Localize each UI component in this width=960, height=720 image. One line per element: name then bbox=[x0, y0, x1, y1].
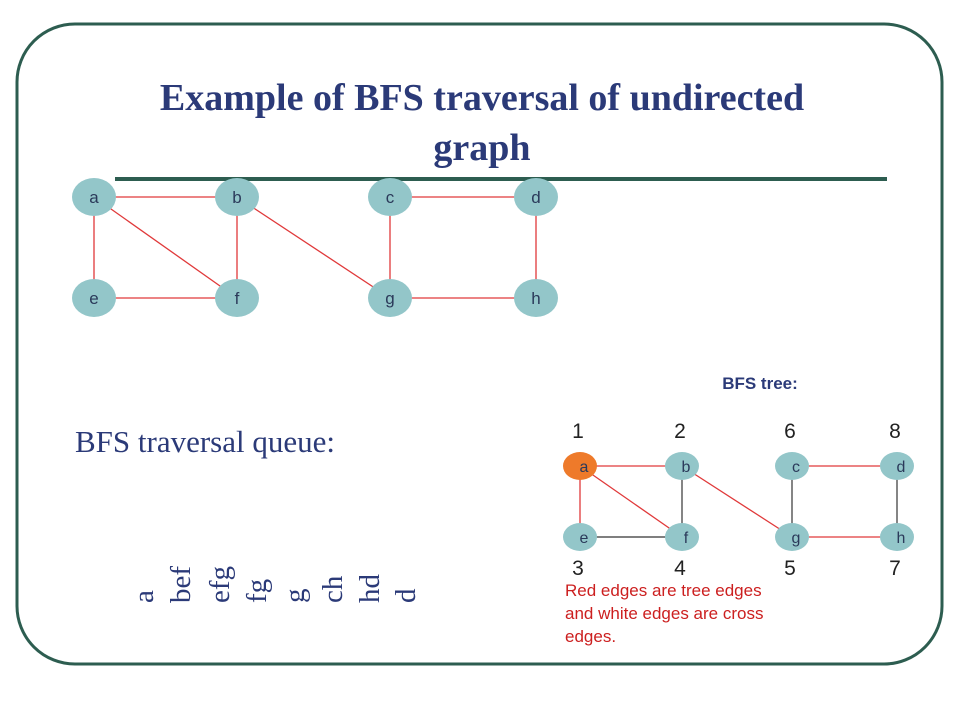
graph-node-h bbox=[514, 279, 558, 317]
bfs-tree-edges bbox=[579, 465, 898, 538]
tree-node-order: 2 bbox=[674, 420, 686, 443]
tree-node-label: f bbox=[684, 530, 689, 547]
tree-node-c bbox=[775, 452, 809, 480]
graph-node-label: f bbox=[235, 289, 240, 308]
queue-state: bef bbox=[165, 566, 197, 603]
title-rule bbox=[115, 177, 887, 181]
queue-state: ch bbox=[317, 575, 349, 603]
bfs-tree-orders: 1 2 6 8 3 4 5 7 bbox=[572, 420, 901, 580]
graph-node-label: h bbox=[531, 289, 540, 308]
tree-node-order: 3 bbox=[572, 557, 584, 580]
graph-node-g bbox=[368, 279, 412, 317]
tree-node-h bbox=[880, 523, 914, 551]
tree-edge-b-g bbox=[681, 465, 793, 538]
graph-edges bbox=[93, 196, 537, 299]
tree-node-label: c bbox=[792, 459, 800, 476]
graph-edge-b-g bbox=[236, 196, 391, 299]
graph-edge-a-f bbox=[93, 196, 238, 299]
graph-node-label: c bbox=[386, 188, 395, 207]
queue-state: g bbox=[279, 589, 311, 604]
tree-edge-a-f bbox=[579, 465, 683, 538]
graph-node-label: g bbox=[385, 289, 394, 308]
slide-frame bbox=[15, 22, 944, 666]
queue-state: efg bbox=[204, 566, 236, 603]
graph-node-label: a bbox=[89, 188, 99, 207]
tree-node-order: 5 bbox=[784, 557, 796, 580]
graph-node-b bbox=[215, 178, 259, 216]
tree-node-f bbox=[665, 523, 699, 551]
tree-node-label: h bbox=[897, 530, 906, 547]
tree-node-order: 1 bbox=[572, 420, 584, 443]
tree-node-order: 6 bbox=[784, 420, 796, 443]
edge-legend-note-line: edges. bbox=[565, 627, 616, 646]
tree-node-b bbox=[665, 452, 699, 480]
graph-node-label: b bbox=[232, 188, 241, 207]
edge-legend-note-line: and white edges are cross bbox=[565, 604, 763, 623]
tree-node-g bbox=[775, 523, 809, 551]
graph-node-d bbox=[514, 178, 558, 216]
tree-node-a bbox=[563, 452, 597, 480]
graph-node-c bbox=[368, 178, 412, 216]
bfs-tree-nodes: a b c d e f g h bbox=[563, 452, 914, 551]
graph-node-f bbox=[215, 279, 259, 317]
tree-node-label: d bbox=[897, 459, 906, 476]
slide-title-line2: graph bbox=[433, 127, 530, 169]
slide-title-line1: Example of BFS traversal of undirected bbox=[160, 77, 804, 119]
tree-node-label: a bbox=[580, 459, 589, 476]
tree-node-d bbox=[880, 452, 914, 480]
tree-node-e bbox=[563, 523, 597, 551]
edge-legend-note-line: Red edges are tree edges bbox=[565, 581, 762, 600]
tree-node-label: e bbox=[580, 530, 589, 547]
tree-node-order: 4 bbox=[674, 557, 686, 580]
tree-node-label: g bbox=[792, 530, 801, 547]
bfs-tree-title: BFS tree: bbox=[722, 374, 798, 393]
tree-node-label: b bbox=[682, 459, 691, 476]
tree-node-order: 8 bbox=[889, 420, 901, 443]
queue-state: hd bbox=[354, 574, 386, 604]
graph-nodes: a b c d e f g h bbox=[72, 178, 558, 317]
graph-node-label: e bbox=[89, 289, 98, 308]
edge-legend-note: Red edges are tree edges and white edges… bbox=[565, 581, 768, 646]
queue-state: d bbox=[390, 588, 422, 603]
graph-node-e bbox=[72, 279, 116, 317]
tree-node-order: 7 bbox=[889, 557, 901, 580]
queue-state: a bbox=[128, 590, 160, 603]
graph-node-a bbox=[72, 178, 116, 216]
queue-label: BFS traversal queue: bbox=[75, 424, 335, 459]
graph-node-label: d bbox=[531, 188, 540, 207]
queue-state: fg bbox=[241, 579, 273, 603]
